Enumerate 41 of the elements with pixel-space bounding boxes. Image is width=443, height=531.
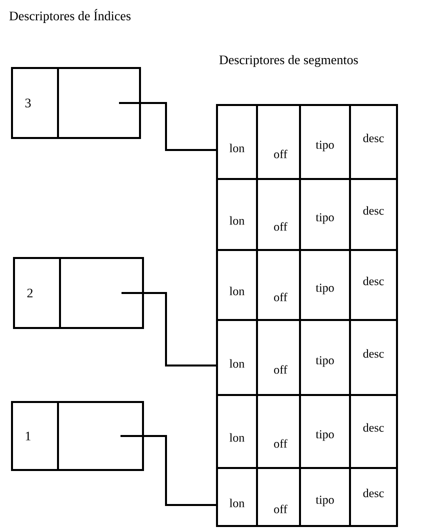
cell-text: lon <box>230 144 244 152</box>
title: Descriptores de Índices <box>9 9 131 23</box>
segment-row <box>216 394 398 469</box>
segment-row <box>216 249 398 321</box>
cell-text: desc <box>363 276 384 286</box>
cell-text: tipo <box>316 284 334 294</box>
cell-text: lon <box>230 359 244 368</box>
cell-text: desc <box>363 134 384 142</box>
cell-text: off <box>274 150 288 158</box>
cell-text: desc <box>363 349 384 358</box>
cell-text: desc <box>363 206 384 215</box>
cell-text: tipo <box>316 140 334 152</box>
cell-text: off <box>274 504 288 514</box>
cell-text: lon <box>230 433 244 442</box>
index-box: 2 <box>13 257 144 329</box>
connector-line <box>120 435 216 506</box>
table-heading: Descriptores de segmentos <box>219 55 358 67</box>
segment-row <box>216 319 398 396</box>
cell-text: off <box>274 222 288 231</box>
cell-text: tipo <box>316 496 334 506</box>
pointer-cell <box>57 401 144 471</box>
cell-text: lon <box>230 216 244 225</box>
pointer-cell <box>59 257 144 329</box>
connector-line <box>119 102 216 151</box>
segment-row <box>216 467 398 527</box>
connector-line <box>122 292 216 366</box>
cell-text: off <box>274 439 288 448</box>
cell-text: tipo <box>316 430 334 441</box>
segment-row <box>216 178 398 251</box>
cell-text: off <box>274 365 288 374</box>
pointer-cell <box>57 67 141 139</box>
cell-text: off <box>274 292 288 302</box>
cell-text: lon <box>230 286 244 296</box>
cell-text: desc <box>363 423 384 432</box>
segment-row <box>216 104 398 180</box>
cell-text: lon <box>230 498 244 508</box>
index-box: 3 <box>11 67 141 139</box>
cell-text: desc <box>363 488 384 498</box>
cell-text: tipo <box>316 356 334 367</box>
index-box: 1 <box>11 401 144 471</box>
cell-text: tipo <box>316 213 334 224</box>
